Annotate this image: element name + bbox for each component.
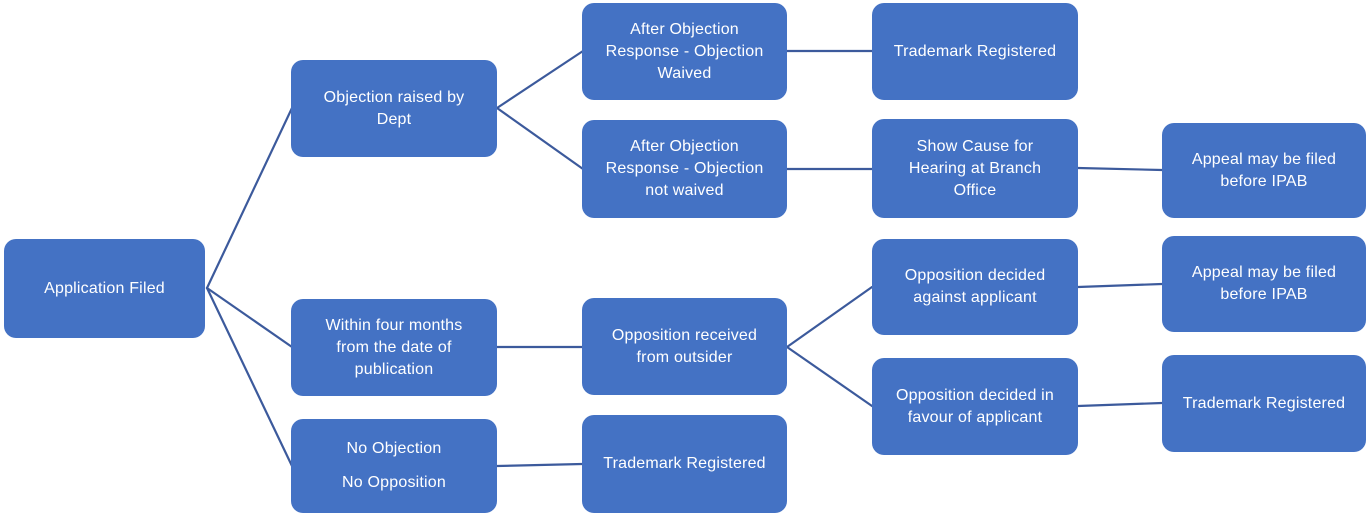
node-label: Opposition received bbox=[611, 326, 758, 344]
connector-application-to-four-months bbox=[205, 286, 294, 349]
node-opposition-decided-in-favour: Opposition decided in favour of applican… bbox=[872, 358, 1078, 455]
node-trademark-registered-bottom: Trademark Registered bbox=[582, 415, 787, 513]
node-opposition-received: Opposition received from outsider bbox=[582, 298, 787, 395]
node-label: Office bbox=[953, 181, 997, 199]
node-opposition-decided-against: Opposition decided against applicant bbox=[872, 239, 1078, 335]
node-label: After Objection bbox=[630, 138, 739, 155]
node-label: No Objection bbox=[346, 440, 442, 457]
node-label: No Opposition bbox=[342, 474, 446, 491]
connector-against-to-appeal bbox=[1076, 282, 1164, 289]
node-label: Waived bbox=[657, 64, 712, 82]
node-label: not waived bbox=[645, 182, 724, 199]
node-label: before IPAB bbox=[1220, 172, 1308, 190]
node-label: Response - Objection bbox=[605, 160, 764, 177]
connector-show-cause-to-appeal bbox=[1076, 166, 1164, 172]
node-label: Show Cause for bbox=[916, 137, 1034, 155]
node-label: Appeal may be filed bbox=[1191, 264, 1337, 281]
node-label: Appeal may be filed bbox=[1191, 150, 1337, 168]
connector-no-objection-to-registered bbox=[495, 462, 584, 468]
connector-opposition-to-against bbox=[785, 285, 874, 349]
node-within-four-months: Within four months from the date of publ… bbox=[291, 299, 497, 396]
node-label: publication bbox=[354, 360, 434, 378]
node-label: Within four months bbox=[325, 316, 463, 334]
node-objection-not-waived: After Objection Response - Objection not… bbox=[582, 120, 787, 218]
connector-objection-to-not-waived bbox=[495, 106, 585, 171]
node-label: Trademark Registered bbox=[1182, 394, 1346, 412]
node-trademark-registered-top: Trademark Registered bbox=[872, 3, 1078, 100]
node-objection-waived: After Objection Response - Objection Wai… bbox=[582, 3, 787, 100]
node-application-filed: Application Filed bbox=[4, 239, 205, 338]
node-trademark-registered-mid: Trademark Registered bbox=[1162, 355, 1366, 452]
node-appeal-ipab-2: Appeal may be filed before IPAB bbox=[1162, 236, 1366, 332]
node-label: from the date of bbox=[336, 338, 452, 356]
node-label: Trademark Registered bbox=[603, 455, 766, 472]
connector-objection-to-waived bbox=[495, 49, 585, 110]
node-objection-raised-by-dept: Objection raised by Dept bbox=[291, 60, 497, 157]
node-label: Response - Objection bbox=[605, 42, 764, 60]
node-label: Hearing at Branch bbox=[908, 159, 1042, 177]
node-label: against applicant bbox=[913, 289, 1037, 306]
node-label: before IPAB bbox=[1220, 286, 1308, 303]
node-show-cause-hearing: Show Cause for Hearing at Branch Office bbox=[872, 119, 1078, 218]
node-label: Opposition decided bbox=[904, 267, 1046, 284]
node-label: After Objection bbox=[630, 20, 739, 38]
node-label: Trademark Registered bbox=[893, 42, 1057, 60]
node-label: Dept bbox=[376, 110, 412, 128]
node-label: Opposition decided in bbox=[895, 386, 1055, 404]
node-label: favour of applicant bbox=[907, 408, 1043, 426]
connector-opposition-to-favour bbox=[785, 345, 874, 408]
connector-favour-to-registered bbox=[1076, 401, 1164, 408]
node-no-objection-no-opposition: No Objection No Opposition bbox=[291, 419, 497, 513]
connector-application-to-objection bbox=[205, 106, 294, 290]
node-label: from outsider bbox=[636, 348, 733, 366]
connector-application-to-no-objection bbox=[205, 286, 294, 468]
node-label: Objection raised by bbox=[323, 88, 465, 106]
node-label: Application Filed bbox=[44, 279, 165, 297]
node-appeal-ipab-1: Appeal may be filed before IPAB bbox=[1162, 123, 1366, 218]
